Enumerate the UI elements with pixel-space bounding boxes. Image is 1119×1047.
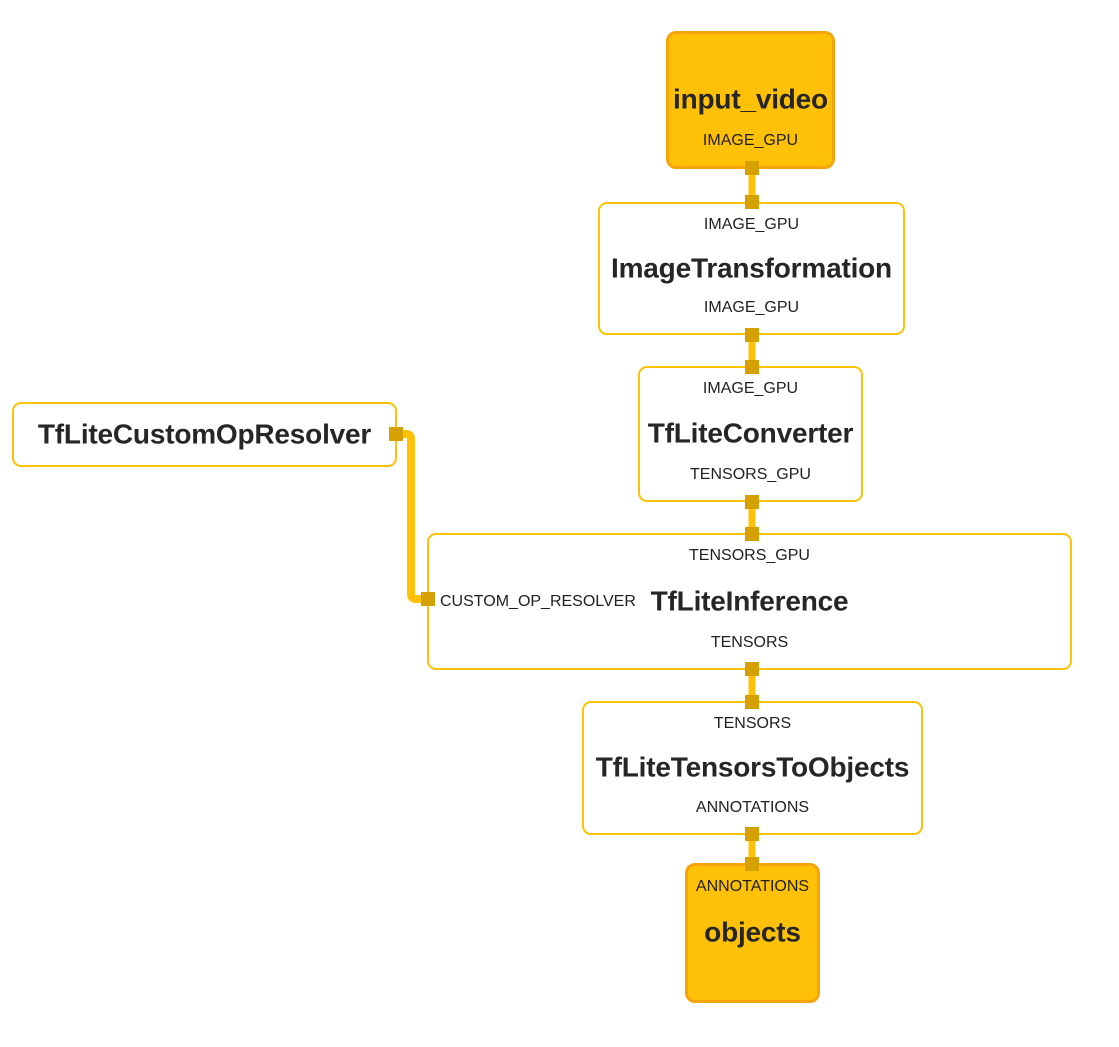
node-objects[interactable]: ANNOTATIONS objects — [685, 863, 820, 1003]
node-title: TfLiteInference — [650, 584, 849, 616]
node-input-video[interactable]: input_video IMAGE_GPU — [666, 31, 835, 169]
node-tflite-converter[interactable]: IMAGE_GPU TfLiteConverter TENSORS_GPU — [638, 366, 863, 502]
node-tflite-inference[interactable]: TENSORS_GPU CUSTOM_OP_RESOLVER TfLiteInf… — [427, 533, 1072, 670]
output-port-label: TENSORS_GPU — [690, 466, 811, 483]
node-image-transformation[interactable]: IMAGE_GPU ImageTransformation IMAGE_GPU — [598, 202, 905, 335]
output-port-label: IMAGE_GPU — [702, 132, 799, 149]
node-title: input_video — [673, 83, 828, 115]
output-port-label: TENSORS — [710, 634, 789, 651]
input-port-label: TENSORS — [713, 715, 792, 732]
input-port-label: IMAGE_GPU — [702, 380, 799, 397]
node-title: TfLiteCustomOpResolver — [37, 417, 372, 449]
input-port-label: TENSORS_GPU — [689, 547, 810, 564]
node-title: TfLiteTensorsToObjects — [595, 751, 910, 783]
input-port-label: ANNOTATIONS — [695, 878, 810, 895]
output-port-label: ANNOTATIONS — [695, 799, 810, 816]
side-input-port-label: CUSTOM_OP_RESOLVER — [440, 592, 636, 610]
edge-custom-op-resolver-to-tflite-inference — [399, 430, 424, 603]
node-title: TfLiteConverter — [647, 417, 854, 449]
node-tflite-custom-op-resolver[interactable]: TfLiteCustomOpResolver — [12, 402, 397, 467]
input-port-label: IMAGE_GPU — [703, 216, 800, 233]
node-title: objects — [704, 916, 801, 948]
output-port-label: IMAGE_GPU — [703, 299, 800, 316]
node-title: ImageTransformation — [611, 251, 892, 283]
node-tflite-tensors-to-objects[interactable]: TENSORS TfLiteTensorsToObjects ANNOTATIO… — [582, 701, 923, 835]
